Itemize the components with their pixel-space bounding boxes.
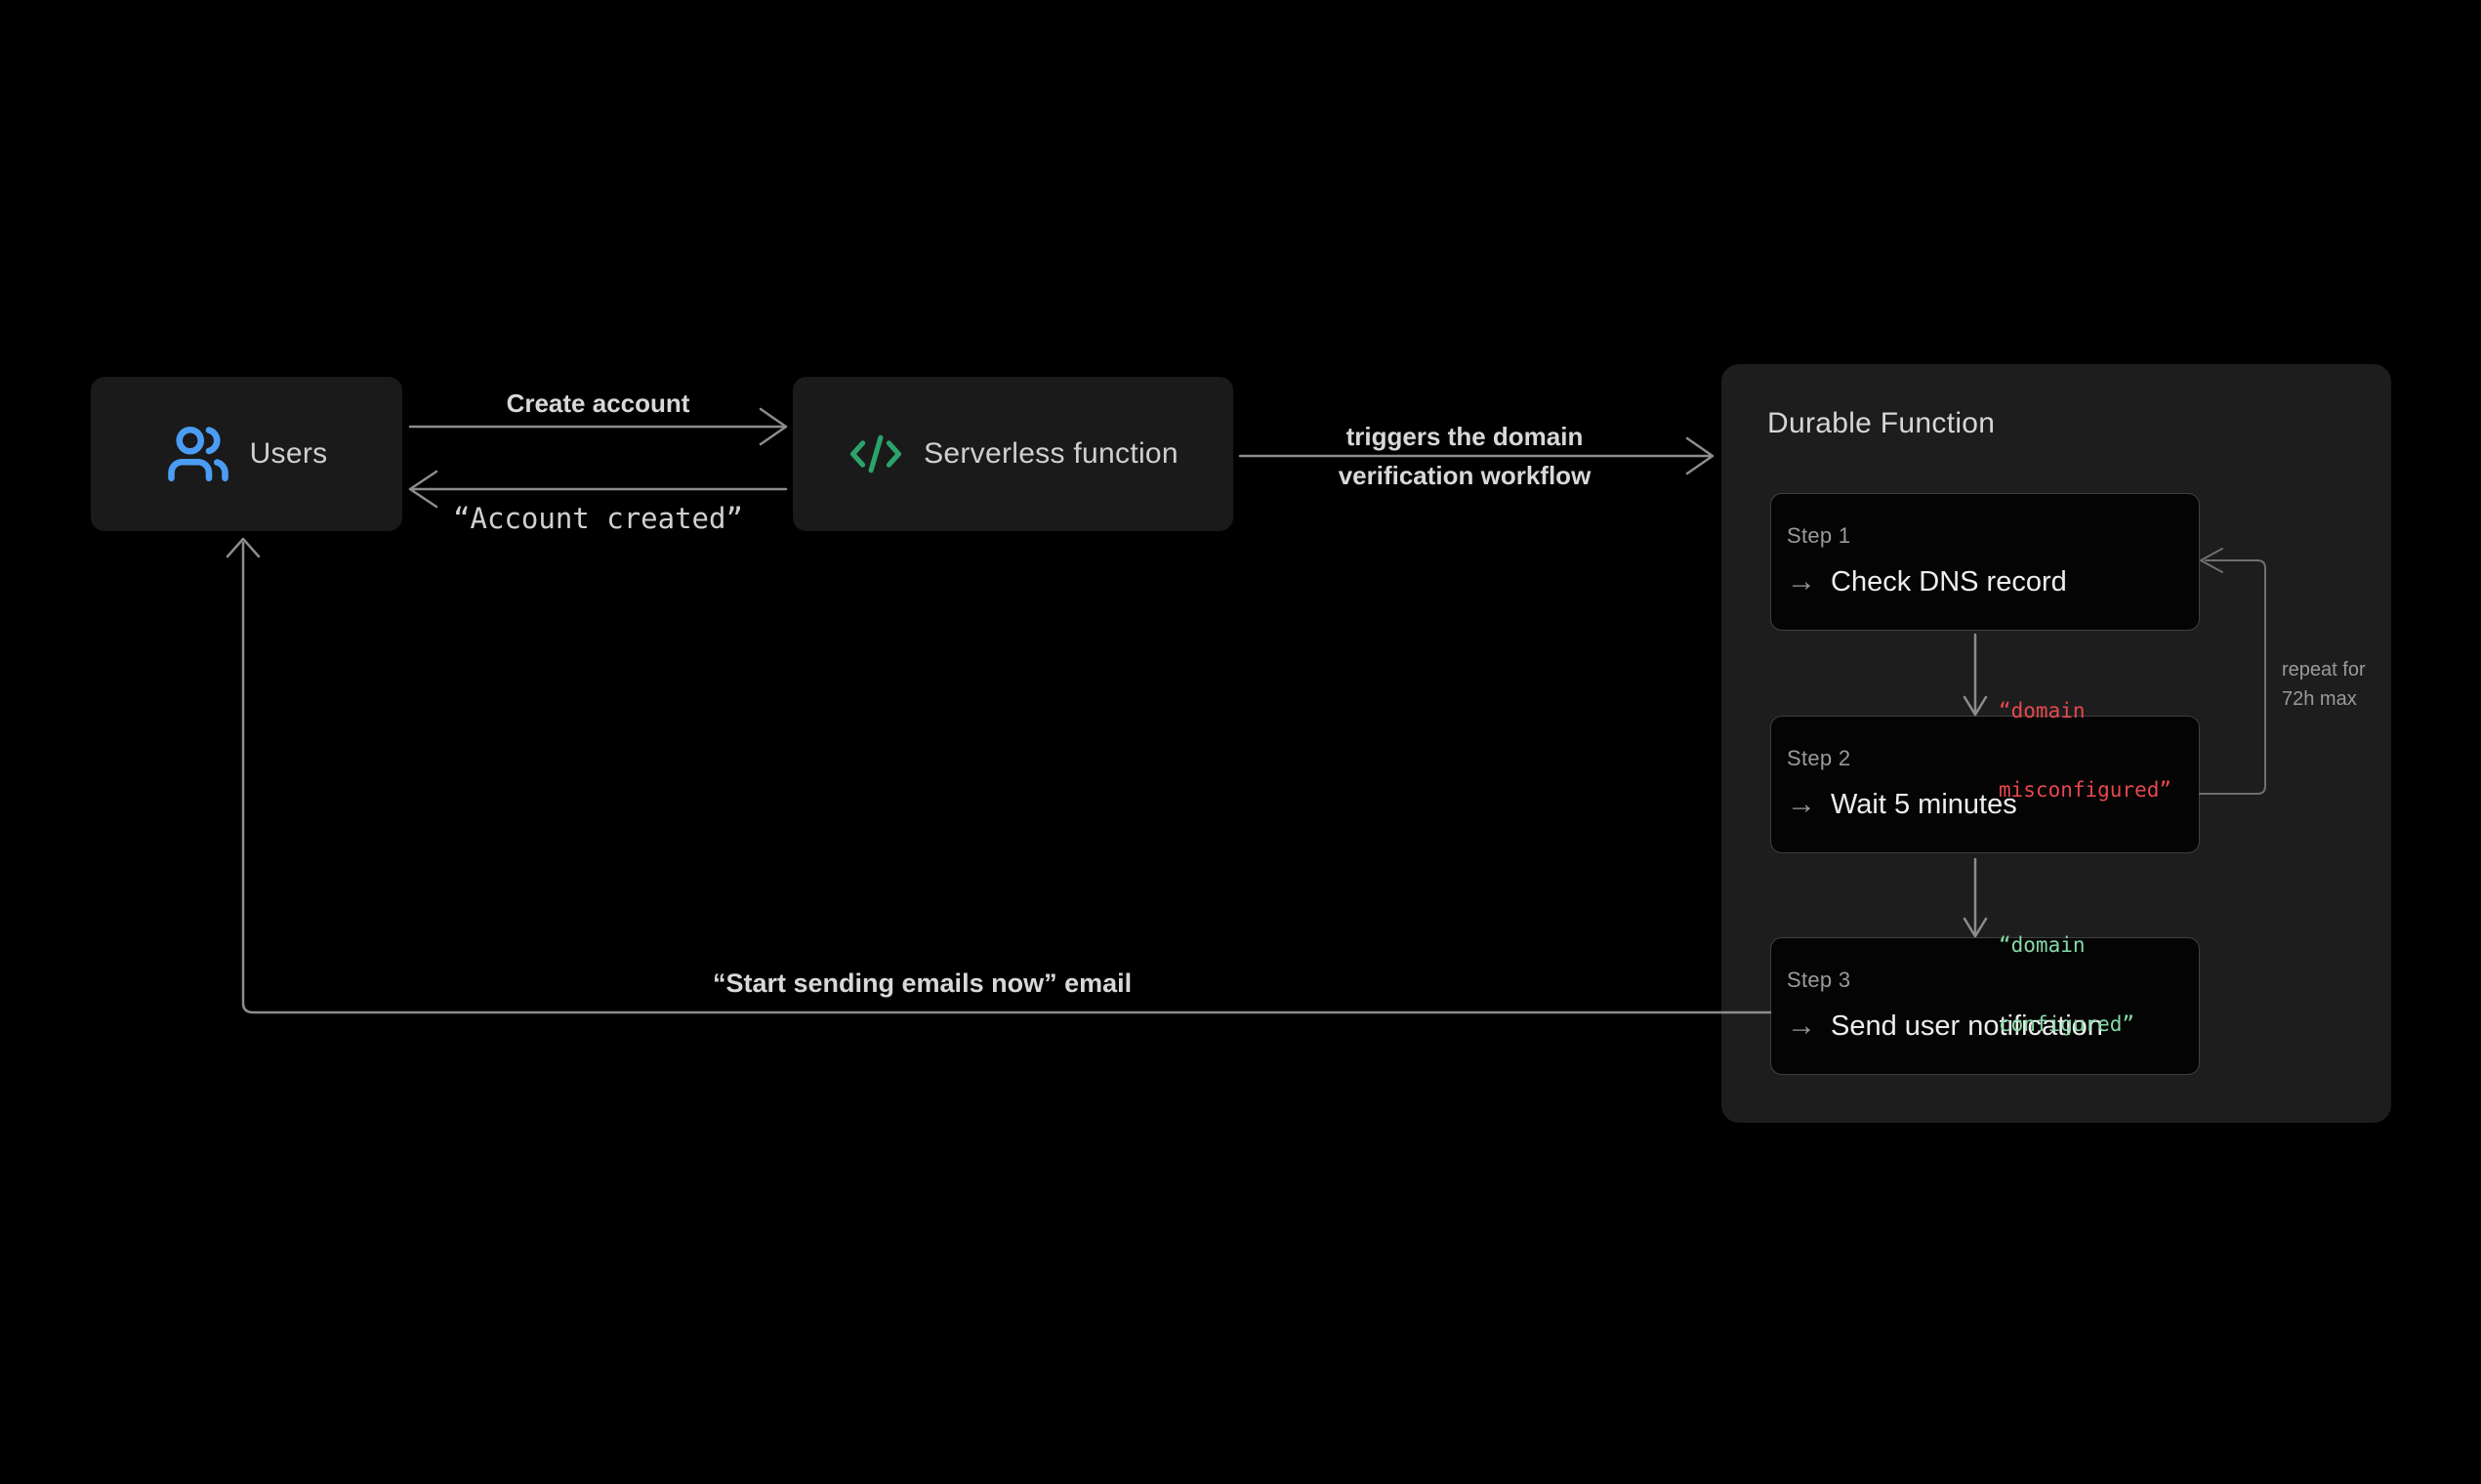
users-icon <box>166 422 230 486</box>
users-node: Users <box>91 377 402 531</box>
step-2-action-label: Wait 5 minutes <box>1831 789 2017 820</box>
repeat-72h-note: repeat for 72h max <box>2282 655 2366 714</box>
arrow-right-icon: → <box>1787 565 1816 598</box>
triggers-workflow-label: triggers the domain verification workflo… <box>1235 417 1694 495</box>
step-2-name: Step 2 <box>1787 746 1851 770</box>
arrow-right-icon: → <box>1787 788 1816 820</box>
domain-configured-note: “domain configured” <box>1999 880 2134 1091</box>
repeat-72h-line1: repeat for <box>2282 659 2366 680</box>
step-3-action: → Send user notification <box>1787 1009 2185 1044</box>
users-node-label: Users <box>249 437 328 470</box>
start-sending-email-label: “Start sending emails now” email <box>713 969 1133 998</box>
triggers-workflow-label-line1: triggers the domain <box>1345 422 1584 451</box>
step-1-name: Step 1 <box>1787 523 1851 548</box>
code-icon <box>848 429 904 479</box>
step-1-box: Step 1 → Check DNS record <box>1770 493 2200 631</box>
domain-configured-line1: “domain <box>1999 933 2086 957</box>
domain-configured-line2: configured” <box>1999 1012 2135 1036</box>
domain-misconfigured-line2: misconfigured” <box>1999 778 2172 802</box>
send-email-return-arrow <box>226 537 1772 1014</box>
serverless-node: Serverless function <box>793 377 1233 531</box>
create-account-label: Create account <box>506 389 690 418</box>
durable-function-title: Durable Function <box>1767 407 1996 439</box>
step-3-action-label: Send user notification <box>1831 1010 2103 1042</box>
repeat-72h-line2: 72h max <box>2282 688 2357 710</box>
step-2-action: → Wait 5 minutes <box>1787 787 2185 822</box>
step-3-box: Step 3 → Send user notification <box>1770 937 2200 1075</box>
domain-misconfigured-note: “domain misconfigured” <box>1999 645 2171 856</box>
step-3-name: Step 3 <box>1787 968 1851 992</box>
arrow-right-icon: → <box>1787 1010 1816 1042</box>
serverless-node-label: Serverless function <box>924 437 1178 470</box>
triggers-workflow-label-line2: verification workflow <box>1338 461 1592 490</box>
account-created-label: “Account created” <box>453 502 743 535</box>
step-1-action: → Check DNS record <box>1787 564 2185 599</box>
domain-misconfigured-line1: “domain <box>1999 699 2086 722</box>
step-1-action-label: Check DNS record <box>1831 566 2067 598</box>
